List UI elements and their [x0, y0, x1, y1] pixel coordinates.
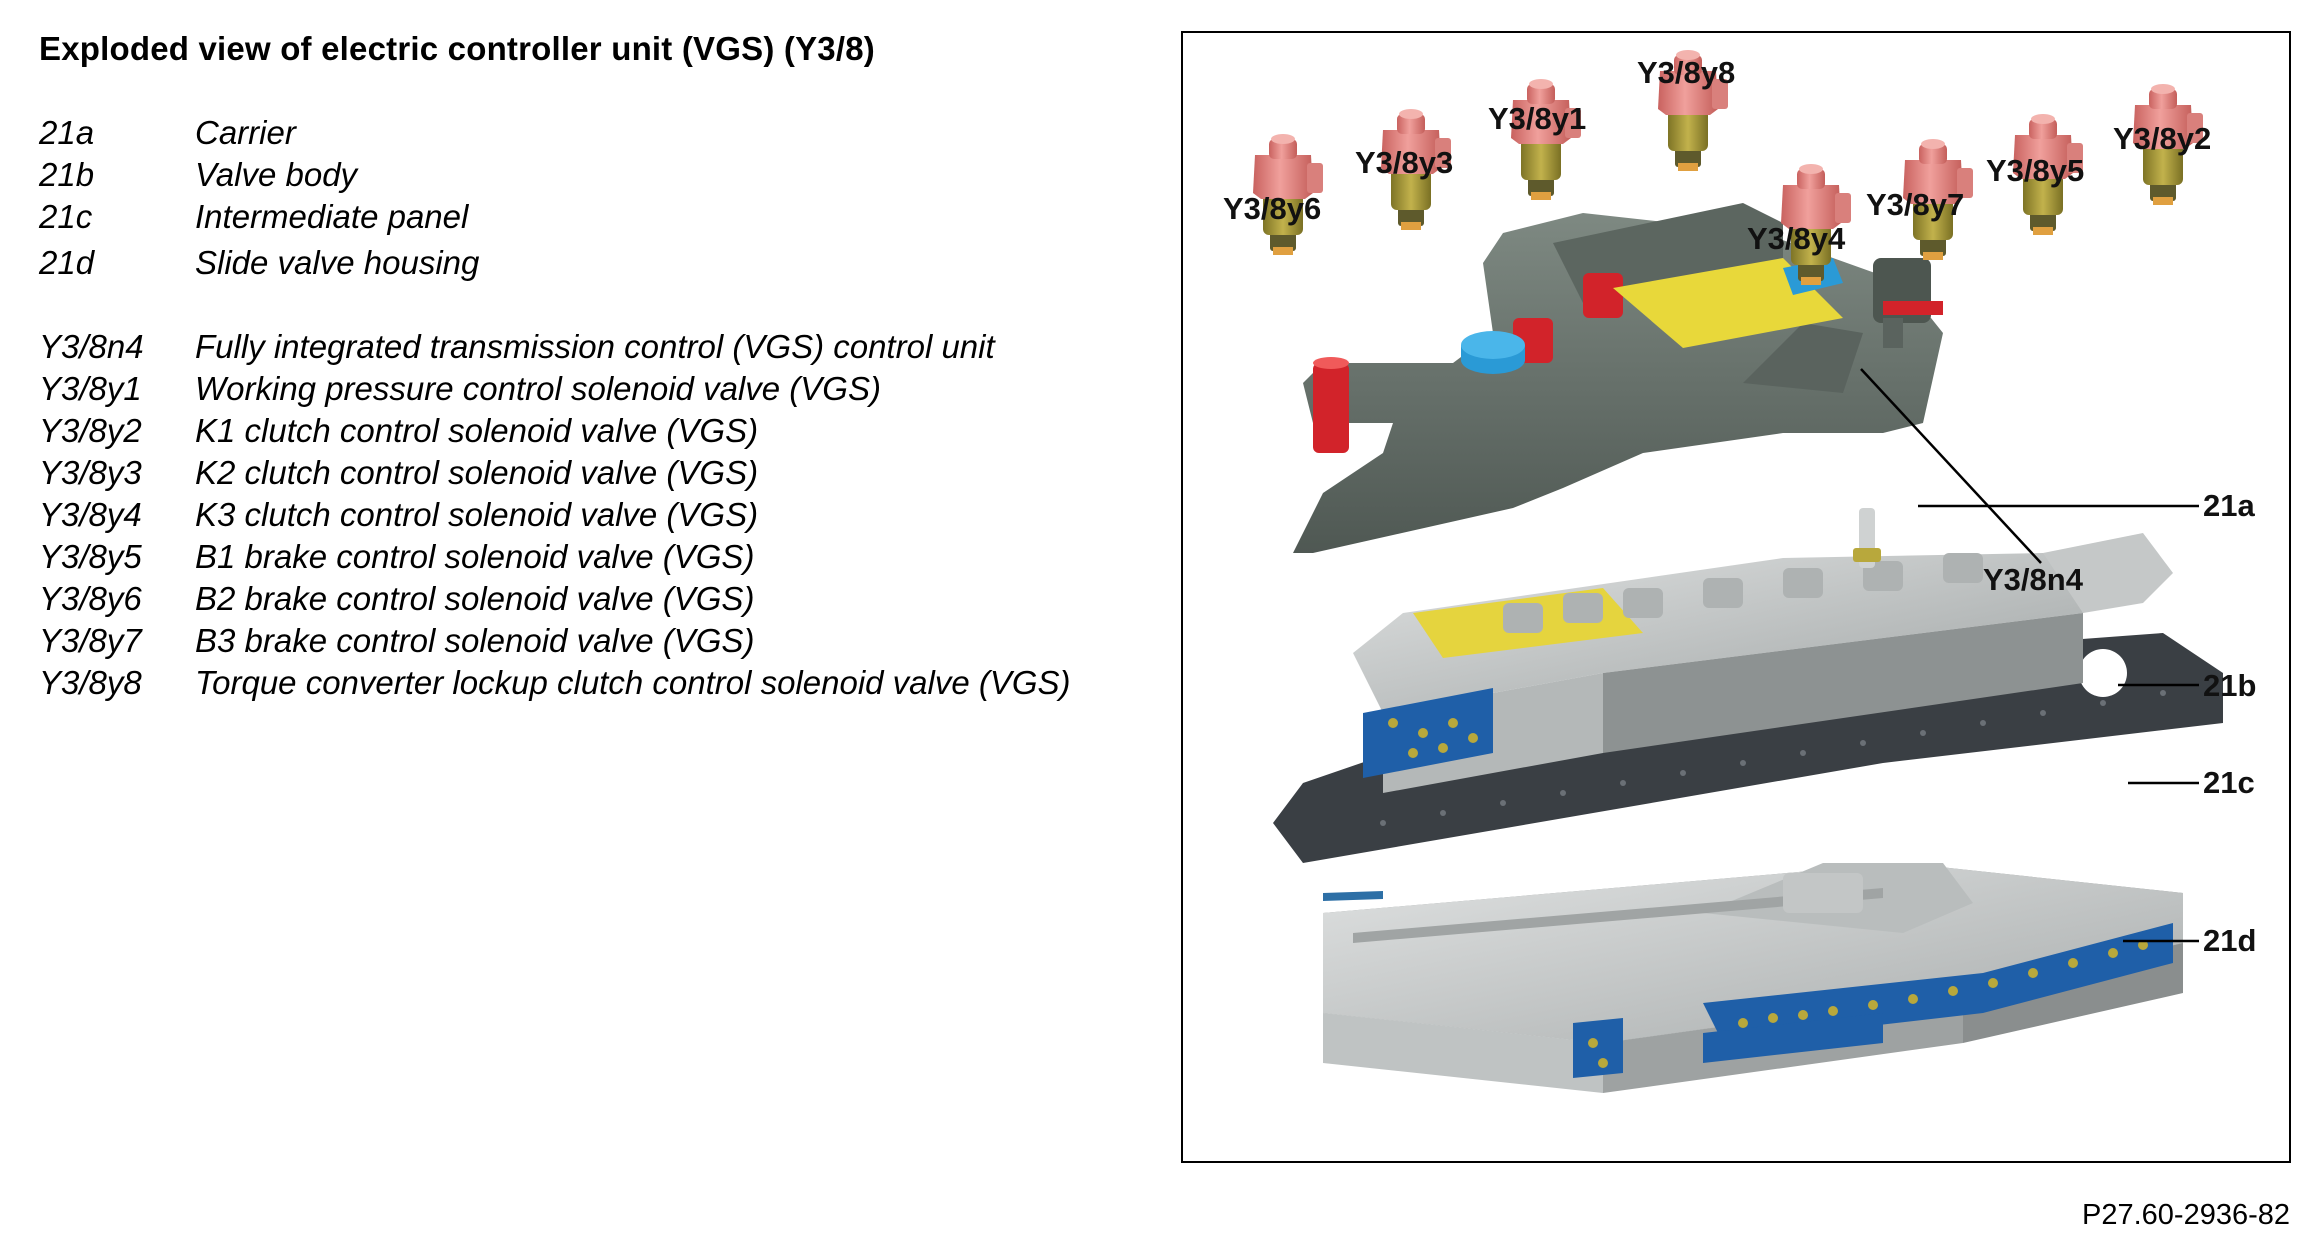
legend-code: Y3/8n4: [39, 328, 144, 365]
legend-desc: K1 clutch control solenoid valve (VGS): [195, 412, 759, 449]
legend-code: 21b: [39, 156, 95, 193]
legend-desc: Intermediate panel: [195, 198, 469, 235]
legend-desc: B2 brake control solenoid valve (VGS): [195, 580, 755, 617]
legend-code: 21a: [39, 114, 95, 151]
exploded-view-figure: Y3/8y6 Y3/8y3 Y3/8y1 Y3/8y8 Y3/8y4 Y3/8y…: [1181, 31, 2291, 1163]
legend-desc: B1 brake control solenoid valve (VGS): [195, 538, 755, 575]
label-21d: 21d: [2203, 923, 2256, 958]
valve-body: [1353, 508, 2173, 793]
legend-desc: Carrier: [195, 114, 296, 151]
label-y3-8y7: Y3/8y7: [1866, 187, 1964, 222]
legend-code: 21d: [39, 244, 95, 281]
exploded-view-drawing: Y3/8y6 Y3/8y3 Y3/8y1 Y3/8y8 Y3/8y4 Y3/8y…: [1223, 50, 2256, 1093]
label-y3-8n4: Y3/8n4: [1983, 562, 2084, 597]
leader-lines: [1860, 368, 2199, 943]
legend-code: Y3/8y7: [39, 622, 142, 659]
legend-code: Y3/8y2: [39, 412, 142, 449]
legend-code: Y3/8y6: [39, 580, 142, 617]
label-y3-8y3: Y3/8y3: [1355, 145, 1453, 180]
legend-desc: Fully integrated transmission control (V…: [195, 328, 995, 365]
legend-desc: Torque converter lockup clutch control s…: [195, 664, 1071, 701]
label-21b: 21b: [2203, 668, 2256, 703]
figure-reference-number: P27.60-2936-82: [2082, 1199, 2290, 1231]
legend-code: Y3/8y4: [39, 496, 142, 533]
legend-desc: B3 brake control solenoid valve (VGS): [195, 622, 755, 659]
label-y3-8y4: Y3/8y4: [1747, 221, 1846, 256]
legend-code: Y3/8y5: [39, 538, 142, 575]
figure-labels: Y3/8y6 Y3/8y3 Y3/8y1 Y3/8y8 Y3/8y4 Y3/8y…: [1223, 55, 2256, 958]
legend-code: Y3/8y1: [39, 370, 142, 407]
label-21c: 21c: [2203, 765, 2255, 800]
slide-valve-housing: [1323, 863, 2183, 1093]
label-21a: 21a: [2203, 488, 2255, 523]
legend-desc: K3 clutch control solenoid valve (VGS): [195, 496, 759, 533]
legend-desc: Valve body: [195, 156, 358, 193]
solenoid-y3-8y1: [1511, 79, 1581, 200]
legend-code: Y3/8y8: [39, 664, 142, 701]
label-y3-8y2: Y3/8y2: [2113, 121, 2211, 156]
legend-desc: Slide valve housing: [195, 244, 480, 281]
label-y3-8y6: Y3/8y6: [1223, 191, 1321, 226]
legend-desc: K2 clutch control solenoid valve (VGS): [195, 454, 759, 491]
legend-desc: Working pressure control solenoid valve …: [195, 370, 881, 407]
label-y3-8y8: Y3/8y8: [1637, 55, 1735, 90]
legend-code: 21c: [39, 198, 93, 235]
page-title: Exploded view of electric controller uni…: [39, 30, 875, 67]
label-y3-8y5: Y3/8y5: [1986, 153, 2084, 188]
carrier: [1293, 203, 1943, 553]
legend-code: Y3/8y3: [39, 454, 142, 491]
label-y3-8y1: Y3/8y1: [1488, 101, 1586, 136]
